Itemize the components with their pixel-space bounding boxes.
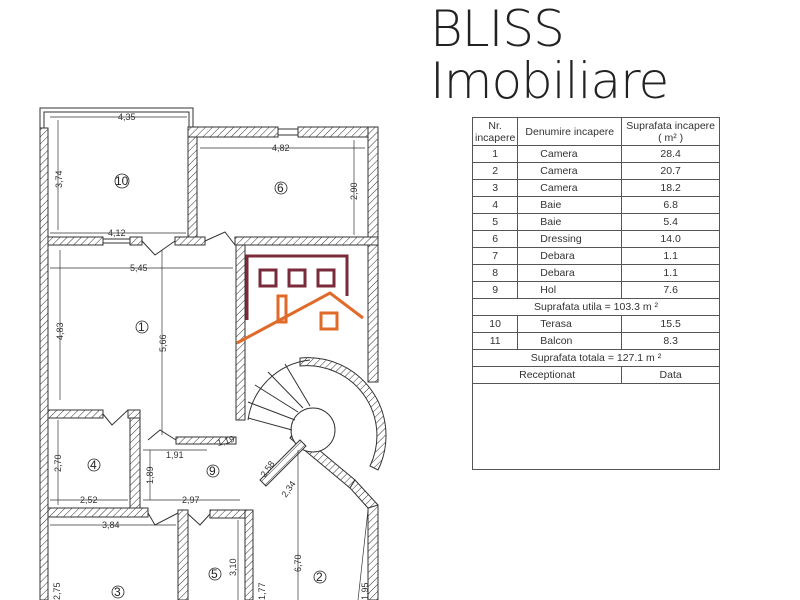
- cell-nr: 6: [471, 230, 519, 248]
- cell-area: 18.2: [621, 179, 720, 197]
- cell-name: Camera: [517, 179, 623, 197]
- cell-area: 7.6: [621, 281, 720, 299]
- dimension-label: 2,34: [279, 479, 297, 499]
- dimension-label: 4,35: [118, 112, 136, 122]
- cell-nr: 1: [471, 145, 519, 163]
- dimension-label: 1,77: [257, 582, 267, 600]
- cell-area: 15.5: [621, 315, 720, 333]
- room-area-table: Nr. incapere Denumire incapere Suprafata…: [471, 117, 720, 470]
- cell-name: Terasa: [517, 315, 623, 333]
- dimension-label: 2,97: [182, 495, 200, 505]
- dimension-label: 3,74: [54, 170, 64, 188]
- logo-graphic: [236, 254, 364, 345]
- cell-nr: 7: [471, 247, 519, 265]
- cell-area: 28.4: [621, 145, 720, 163]
- room-number: 6: [277, 181, 284, 195]
- dimension-label: 2,75: [52, 582, 62, 600]
- cell-name: Baie: [517, 196, 623, 214]
- cell-nr: 5: [471, 213, 519, 231]
- cell-name: Dressing: [517, 230, 623, 248]
- cell-name: Baie: [517, 213, 623, 231]
- dimension-label: 1,91: [166, 450, 184, 460]
- logo-text-bliss: BLISS: [430, 0, 565, 58]
- room-number: 9: [209, 464, 216, 478]
- dimension-label: 1,19: [216, 434, 236, 448]
- footer-row: Receptionat Data: [471, 366, 720, 384]
- total-area-row: Suprafata totala = 127.1 m ²: [472, 349, 720, 367]
- room-number: 1: [138, 320, 145, 334]
- cell-area: 8.3: [621, 332, 720, 350]
- cell-area: 5.4: [621, 213, 720, 231]
- blank-area: [472, 383, 720, 470]
- cell-nr: 3: [471, 179, 519, 197]
- header-area: Suprafata incapere ( m² ): [621, 117, 720, 146]
- room-number: 3: [114, 585, 121, 599]
- dimension-label: 1,95: [360, 582, 370, 600]
- cell-nr: 4: [471, 196, 519, 214]
- logo-text-imobiliare: Imobiliare: [430, 52, 669, 110]
- cell-name: Camera: [517, 145, 623, 163]
- dimension-label: 2,90: [349, 182, 359, 200]
- dimension-labels: 4,35 3,74 4,12 4,82 2,90 5,45 4,83 5,66 …: [52, 112, 370, 600]
- dimension-label: 4,82: [272, 143, 290, 153]
- header-name: Denumire incapere: [517, 117, 623, 146]
- dimension-label: 2,70: [53, 454, 63, 472]
- room-number: 5: [211, 567, 218, 581]
- doors: [102, 231, 236, 526]
- dimension-lines: [50, 116, 369, 600]
- dimension-label: 4,12: [108, 228, 126, 238]
- room-numbers: 1 2 3 4 5 6 9 10: [87, 173, 327, 599]
- walls: [39, 107, 387, 600]
- dimension-label: 3,84: [102, 520, 120, 530]
- cell-nr: 9: [471, 281, 519, 299]
- useful-area-row: Suprafata utila = 103.3 m ²: [472, 298, 720, 316]
- cell-area: 6.8: [621, 196, 720, 214]
- dimension-label: 5,45: [130, 263, 148, 273]
- dimension-label: 3,10: [228, 558, 238, 576]
- dimension-label: 6,70: [293, 554, 303, 572]
- cell-name: Balcon: [517, 332, 623, 350]
- cell-name: Debara: [517, 264, 623, 282]
- room-number: 4: [90, 458, 97, 472]
- cell-nr: 10: [471, 315, 519, 333]
- stair: [247, 359, 336, 487]
- dimension-label: 1,89: [145, 466, 155, 484]
- cell-area: 1.1: [621, 264, 720, 282]
- cell-name: Hol: [517, 281, 623, 299]
- room-number: 2: [316, 570, 323, 584]
- cell-nr: 8: [471, 264, 519, 282]
- date-label: Data: [621, 366, 720, 384]
- cell-area: 14.0: [621, 230, 720, 248]
- dimension-label: 2,52: [80, 495, 98, 505]
- cell-nr: 2: [471, 162, 519, 180]
- cell-area: 1.1: [621, 247, 720, 265]
- cell-area: 20.7: [621, 162, 720, 180]
- header-nr: Nr. incapere: [471, 117, 519, 146]
- cell-name: Camera: [517, 162, 623, 180]
- dimension-label: 4,83: [55, 322, 65, 340]
- cell-nr: 11: [471, 332, 519, 350]
- cell-name: Debara: [517, 247, 623, 265]
- room-number: 10: [115, 174, 129, 188]
- dimension-label: 5,66: [158, 334, 168, 352]
- received-label: Receptionat: [471, 366, 623, 384]
- table-header: Nr. incapere Denumire incapere Suprafata…: [471, 117, 720, 146]
